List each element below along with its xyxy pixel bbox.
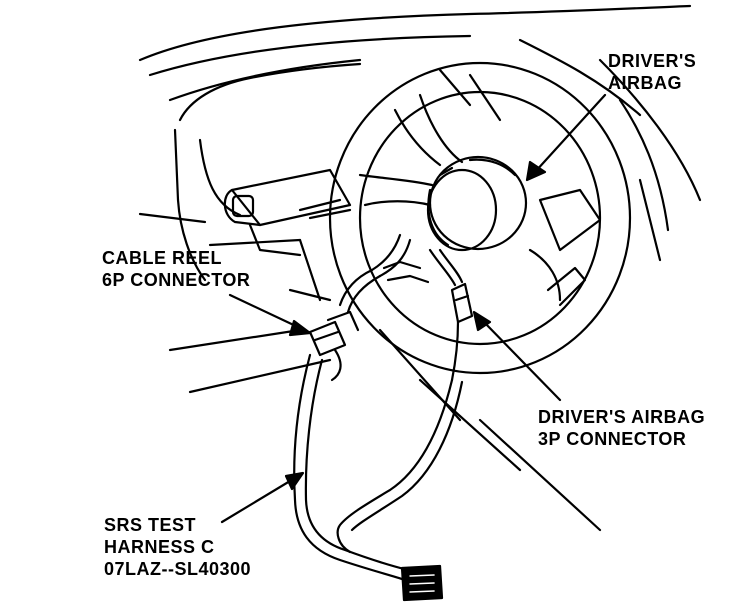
- srs-test-harness-label: SRS TEST HARNESS C 07LAZ--SL40300: [104, 514, 251, 580]
- drivers-airbag-label-line1: DRIVER'S: [608, 51, 697, 71]
- harness-leader-arrow: [220, 471, 305, 524]
- drivers-airbag-label: DRIVER'S AIRBAG: [608, 50, 696, 94]
- 3p-connector-leader-arrow: [472, 310, 562, 402]
- harness-part-number: 07LAZ--SL40300: [104, 559, 252, 579]
- airbag-wiring: [338, 233, 464, 314]
- callout-leaders: [220, 93, 607, 524]
- steering-column: [168, 168, 602, 532]
- airbag-module: [426, 155, 528, 252]
- cable-reel-label-line2: 6P CONNECTOR: [102, 270, 251, 290]
- 3p-connector-label-line1: DRIVER'S AIRBAG: [538, 407, 706, 427]
- steering-wheel-spokes: [358, 93, 602, 307]
- harness-label-line2: HARNESS C: [104, 537, 215, 557]
- harness-label-line1: SRS TEST: [104, 515, 197, 535]
- airbag-leader-arrow: [525, 93, 607, 182]
- cable-reel-connector-label: CABLE REEL 6P CONNECTOR: [102, 247, 250, 291]
- cable-reel-label-line1: CABLE REEL: [102, 248, 223, 268]
- airbag-3p-connector: [450, 282, 474, 382]
- dashboard-outline: [138, 4, 702, 282]
- airbag-3p-connector-label: DRIVER'S AIRBAG 3P CONNECTOR: [538, 406, 705, 450]
- steering-wheel-rim: [328, 61, 632, 375]
- srs-test-harness-cable: [293, 353, 464, 582]
- srs-harness-end-connector: [400, 564, 444, 602]
- drivers-airbag-label-line2: AIRBAG: [608, 73, 682, 93]
- cable-reel-6p-connector: [308, 310, 360, 382]
- 3p-connector-label-line2: 3P CONNECTOR: [538, 429, 687, 449]
- cable-reel-leader-arrow: [228, 293, 312, 337]
